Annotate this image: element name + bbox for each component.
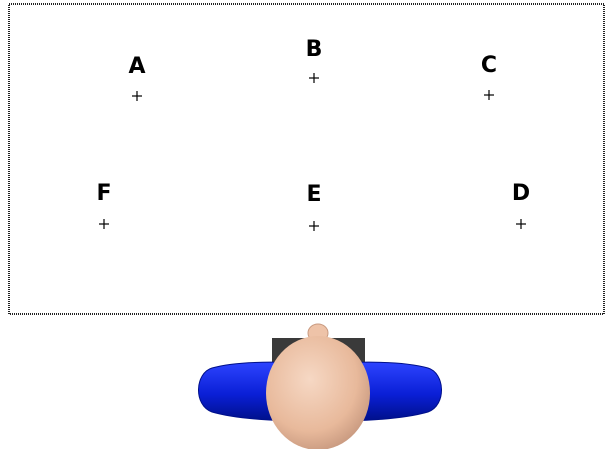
target-e-label: E [306,182,321,207]
target-c-label: C [481,53,497,78]
target-a-label: A [128,54,145,79]
target-f-label: F [96,181,111,206]
person-top-view-icon [198,324,441,449]
head [266,336,370,449]
target-d-label: D [512,181,530,206]
target-b-label: B [306,37,323,62]
